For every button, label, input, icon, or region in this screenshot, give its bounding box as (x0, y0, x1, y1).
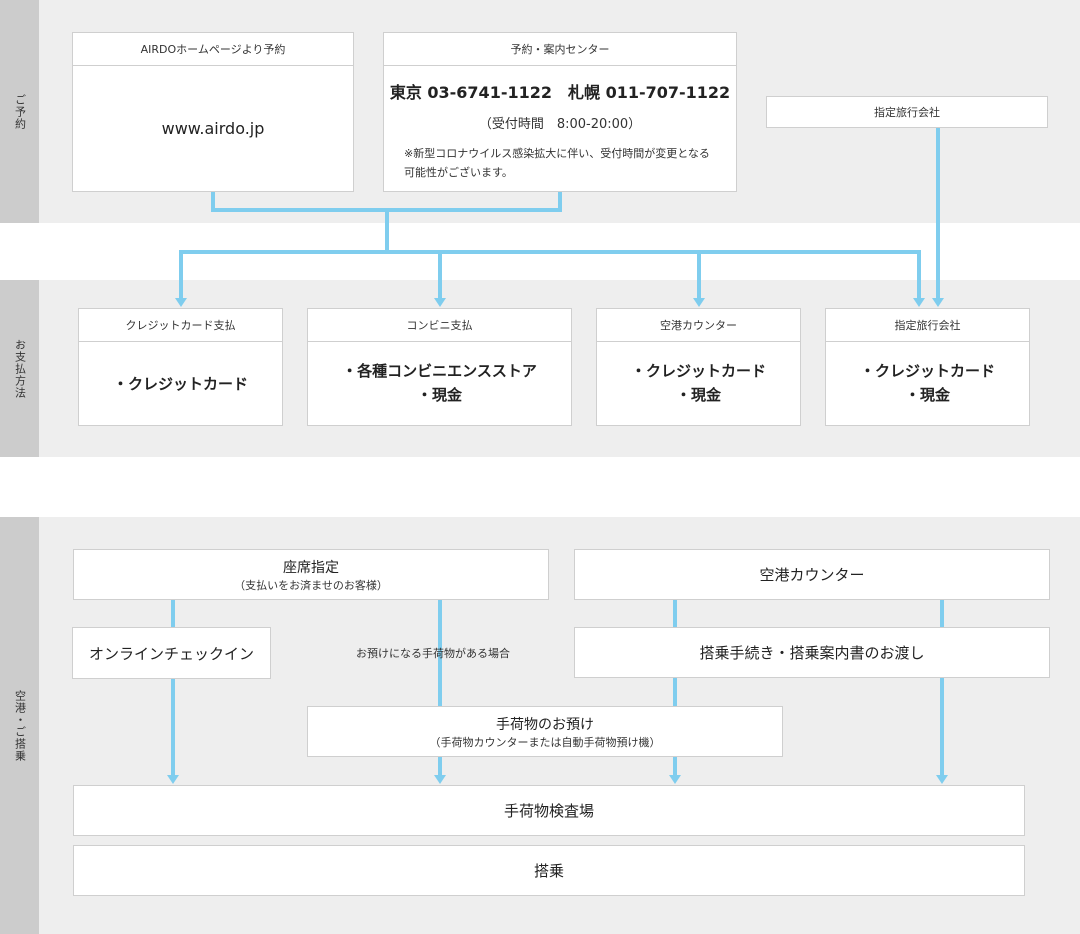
payment-convenience-box: コンビニ支払 ・各種コンビニエンスストア ・現金 (307, 308, 572, 426)
seat-selection-subtitle: （支払いをお済ませのお客様） (234, 578, 388, 592)
connector (917, 250, 921, 298)
baggage-condition-note: お預けになる手荷物がある場合 (356, 647, 510, 660)
connector (438, 250, 442, 298)
security-check-box: 手荷物検査場 (73, 785, 1025, 836)
connector (171, 678, 175, 775)
connector (940, 600, 944, 628)
arrow-head (175, 298, 187, 307)
boarding-procedures-label: 搭乗手続き・搭乗案内書のお渡し (699, 644, 925, 662)
payment-credit-box: クレジットカード支払 ・クレジットカード (78, 308, 283, 426)
payment-convenience-item: ・各種コンビニエンスストア (342, 362, 537, 380)
connector (211, 192, 215, 212)
connector (179, 250, 183, 298)
payment-agency-item: ・クレジットカード (859, 362, 995, 380)
web-reservation-header: AIRDOホームページより予約 (73, 33, 353, 66)
reservation-sidebar (0, 0, 39, 223)
payment-section-label: お支払方法 (13, 338, 27, 399)
connector (385, 208, 389, 252)
payment-agency-header: 指定旅行会社 (826, 309, 1029, 342)
seat-selection-title: 座席指定 (283, 559, 339, 576)
connector (673, 678, 677, 706)
payment-sidebar (0, 280, 39, 457)
boarding-procedures-box: 搭乗手続き・搭乗案内書のお渡し (574, 627, 1050, 678)
reservation-center-header: 予約・案内センター (384, 33, 736, 66)
airdo-url-link[interactable]: www.airdo.jp (161, 118, 265, 138)
airport-counter-label: 空港カウンター (759, 566, 865, 584)
reservation-hours: （受付時間 8:00-20:00） (478, 117, 642, 132)
payment-airport-box: 空港カウンター ・クレジットカード ・現金 (596, 308, 801, 426)
arrow-head (932, 298, 944, 307)
baggage-dropoff-subtitle: （手荷物カウンターまたは自動手荷物預け機） (429, 735, 661, 749)
payment-credit-header: クレジットカード支払 (79, 309, 282, 342)
reservation-section-label: ご予約 (13, 93, 27, 130)
payment-section-label-wrap: お支払方法 (0, 280, 39, 457)
connector (673, 756, 677, 775)
payment-convenience-header: コンビニ支払 (308, 309, 571, 342)
reservation-covid-note: ※新型コロナウイルス感染拡大に伴い、受付時間が変更となる可能性がございます。 (404, 147, 710, 179)
online-checkin-box: オンラインチェックイン (72, 627, 271, 679)
boarding-section-label-wrap: 空港・ご搭乗 (0, 517, 39, 934)
arrow-head (434, 775, 446, 784)
arrow-head (693, 298, 705, 307)
boarding-section-label: 空港・ご搭乗 (13, 689, 27, 762)
connector (697, 250, 701, 298)
arrow-head (167, 775, 179, 784)
boarding-sidebar (0, 517, 39, 934)
connector (936, 128, 940, 298)
airport-counter-box: 空港カウンター (574, 549, 1050, 600)
payment-agency-box: 指定旅行会社 ・クレジットカード ・現金 (825, 308, 1030, 426)
seat-selection-box: 座席指定 （支払いをお済ませのお客様） (73, 549, 549, 600)
payment-airport-header: 空港カウンター (597, 309, 800, 342)
payment-airport-item: ・現金 (675, 386, 721, 404)
online-checkin-label: オンラインチェックイン (88, 644, 254, 663)
agency-reservation-box: 指定旅行会社 (766, 96, 1048, 128)
connector (940, 678, 944, 775)
connector (438, 756, 442, 775)
payment-agency-item: ・現金 (904, 386, 950, 404)
arrow-head (913, 298, 925, 307)
baggage-dropoff-title: 手荷物のお預け (496, 716, 594, 733)
web-reservation-box: AIRDOホームページより予約 www.airdo.jp (72, 32, 354, 192)
payment-credit-item: ・クレジットカード (112, 374, 248, 393)
reservation-section-label-wrap: ご予約 (0, 0, 39, 223)
connector (558, 192, 562, 212)
baggage-dropoff-box: 手荷物のお預け （手荷物カウンターまたは自動手荷物預け機） (307, 706, 783, 757)
payment-airport-item: ・クレジットカード (630, 362, 766, 380)
connector (673, 600, 677, 628)
connector (438, 600, 442, 706)
payment-convenience-item: ・現金 (416, 386, 462, 404)
reservation-phone-numbers: 東京 03-6741-1122 札幌 011-707-1122 (389, 83, 731, 102)
arrow-head (434, 298, 446, 307)
agency-reservation-label: 指定旅行会社 (874, 106, 940, 119)
arrow-head (936, 775, 948, 784)
reservation-center-box: 予約・案内センター 東京 03-6741-1122 札幌 011-707-112… (383, 32, 737, 192)
connector (179, 250, 921, 254)
security-check-label: 手荷物検査場 (503, 802, 594, 820)
boarding-box: 搭乗 (73, 845, 1025, 896)
arrow-head (669, 775, 681, 784)
boarding-label: 搭乗 (533, 862, 564, 880)
connector (171, 600, 175, 628)
